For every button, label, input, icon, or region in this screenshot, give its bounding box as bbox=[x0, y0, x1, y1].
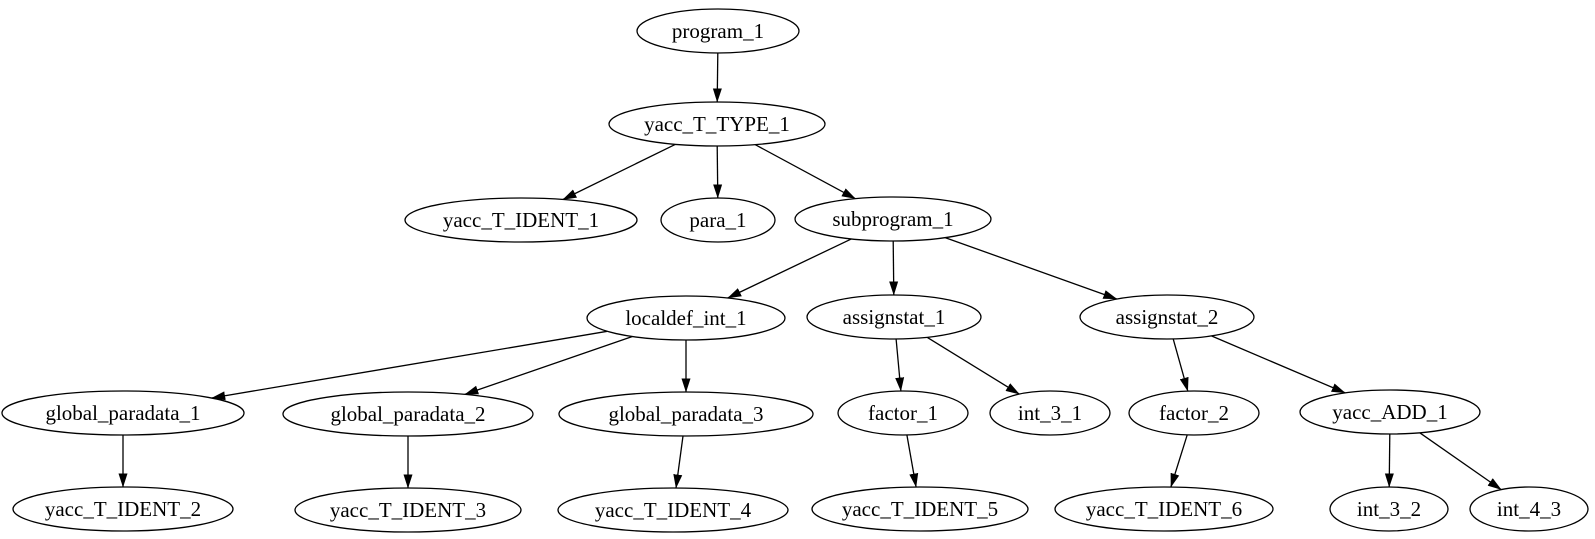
node-label: yacc_T_IDENT_1 bbox=[443, 208, 599, 232]
node-int_3_2: int_3_2 bbox=[1329, 486, 1449, 532]
node-yacc_T_IDENT_3: yacc_T_IDENT_3 bbox=[294, 487, 522, 533]
node-ellipse bbox=[1299, 389, 1481, 435]
node-label: global_paradata_3 bbox=[608, 402, 763, 426]
node-ellipse bbox=[1329, 486, 1449, 532]
node-ellipse bbox=[1054, 486, 1274, 532]
edge-yacc_ADD_1-to-int_4_3 bbox=[1419, 432, 1502, 491]
node-label: yacc_T_IDENT_2 bbox=[45, 497, 201, 521]
node-ellipse bbox=[558, 391, 814, 437]
node-int_4_3: int_4_3 bbox=[1469, 486, 1589, 532]
edge-yacc_T_TYPE_1-to-para_1 bbox=[713, 145, 723, 199]
edge-localdef_int_1-to-global_paradata_2 bbox=[464, 335, 633, 396]
nodes-layer: program_1 yacc_T_TYPE_1 yacc_T_IDENT_1 para… bbox=[1, 8, 1589, 533]
edge-subprogram_1-to-localdef_int_1 bbox=[727, 238, 852, 299]
node-ellipse bbox=[404, 197, 638, 243]
node-label: assignstat_2 bbox=[1116, 305, 1219, 329]
node-yacc_T_TYPE_1: yacc_T_TYPE_1 bbox=[608, 101, 826, 147]
node-ellipse bbox=[660, 197, 776, 243]
node-yacc_ADD_1: yacc_ADD_1 bbox=[1299, 389, 1481, 435]
node-label: subprogram_1 bbox=[832, 207, 953, 231]
node-label: para_1 bbox=[689, 208, 746, 232]
edge-program_1-to-yacc_T_TYPE_1 bbox=[712, 52, 722, 103]
node-ellipse bbox=[989, 390, 1111, 436]
edge-yacc_ADD_1-to-int_3_2 bbox=[1384, 433, 1394, 488]
edge-subprogram_1-to-assignstat_2 bbox=[944, 236, 1118, 300]
node-program_1: program_1 bbox=[636, 8, 800, 54]
edge-assignstat_2-to-factor_2 bbox=[1172, 338, 1189, 392]
node-ellipse bbox=[1, 390, 245, 436]
edge-global_paradata_3-to-yacc_T_IDENT_4 bbox=[673, 435, 684, 489]
node-label: factor_1 bbox=[868, 401, 938, 425]
edge-assignstat_1-to-int_3_1 bbox=[926, 336, 1020, 395]
node-assignstat_2: assignstat_2 bbox=[1079, 294, 1255, 340]
node-yacc_T_IDENT_5: yacc_T_IDENT_5 bbox=[811, 486, 1029, 532]
edge-assignstat_1-to-factor_1 bbox=[895, 338, 905, 392]
edge-yacc_T_TYPE_1-to-yacc_T_IDENT_1 bbox=[562, 143, 676, 201]
node-ellipse bbox=[12, 486, 234, 532]
node-label: yacc_T_IDENT_4 bbox=[595, 498, 752, 522]
node-int_3_1: int_3_1 bbox=[989, 390, 1111, 436]
node-factor_1: factor_1 bbox=[837, 390, 969, 436]
node-ellipse bbox=[806, 294, 982, 340]
node-subprogram_1: subprogram_1 bbox=[794, 196, 992, 242]
node-factor_2: factor_2 bbox=[1128, 390, 1260, 436]
node-label: yacc_ADD_1 bbox=[1332, 400, 1447, 424]
node-label: global_paradata_1 bbox=[45, 401, 200, 425]
node-label: int_3_1 bbox=[1018, 401, 1082, 425]
edges-layer bbox=[118, 52, 1502, 491]
node-yacc_T_IDENT_4: yacc_T_IDENT_4 bbox=[557, 487, 789, 533]
node-label: int_3_2 bbox=[1357, 497, 1421, 521]
node-ellipse bbox=[811, 486, 1029, 532]
node-ellipse bbox=[636, 8, 800, 54]
node-label: yacc_T_IDENT_6 bbox=[1086, 497, 1242, 521]
node-ellipse bbox=[294, 487, 522, 533]
node-ellipse bbox=[608, 101, 826, 147]
node-label: global_paradata_2 bbox=[330, 402, 485, 426]
node-label: assignstat_1 bbox=[843, 305, 946, 329]
node-ellipse bbox=[837, 390, 969, 436]
node-ellipse bbox=[1079, 294, 1255, 340]
edge-factor_2-to-yacc_T_IDENT_6 bbox=[1170, 434, 1188, 488]
edge-subprogram_1-to-assignstat_1 bbox=[889, 240, 899, 296]
node-label: factor_2 bbox=[1159, 401, 1229, 425]
node-label: yacc_T_TYPE_1 bbox=[644, 112, 790, 136]
node-localdef_int_1: localdef_int_1 bbox=[586, 295, 786, 341]
node-ellipse bbox=[586, 295, 786, 341]
node-ellipse bbox=[282, 391, 534, 437]
node-global_paradata_2: global_paradata_2 bbox=[282, 391, 534, 437]
node-label: int_4_3 bbox=[1497, 497, 1561, 521]
edge-assignstat_2-to-yacc_ADD_1 bbox=[1211, 335, 1346, 394]
node-label: localdef_int_1 bbox=[625, 306, 746, 330]
node-assignstat_1: assignstat_1 bbox=[806, 294, 982, 340]
node-yacc_T_IDENT_6: yacc_T_IDENT_6 bbox=[1054, 486, 1274, 532]
edge-yacc_T_TYPE_1-to-subprogram_1 bbox=[754, 144, 856, 200]
node-ellipse bbox=[557, 487, 789, 533]
node-para_1: para_1 bbox=[660, 197, 776, 243]
node-global_paradata_1: global_paradata_1 bbox=[1, 390, 245, 436]
node-global_paradata_3: global_paradata_3 bbox=[558, 391, 814, 437]
node-label: yacc_T_IDENT_3 bbox=[330, 498, 486, 522]
node-yacc_T_IDENT_1: yacc_T_IDENT_1 bbox=[404, 197, 638, 243]
node-label: yacc_T_IDENT_5 bbox=[842, 497, 998, 521]
edge-localdef_int_1-to-global_paradata_1 bbox=[211, 330, 608, 401]
node-yacc_T_IDENT_2: yacc_T_IDENT_2 bbox=[12, 486, 234, 532]
edge-factor_1-to-yacc_T_IDENT_5 bbox=[906, 434, 919, 488]
node-ellipse bbox=[1469, 486, 1589, 532]
node-ellipse bbox=[1128, 390, 1260, 436]
node-label: program_1 bbox=[672, 19, 764, 43]
node-ellipse bbox=[794, 196, 992, 242]
